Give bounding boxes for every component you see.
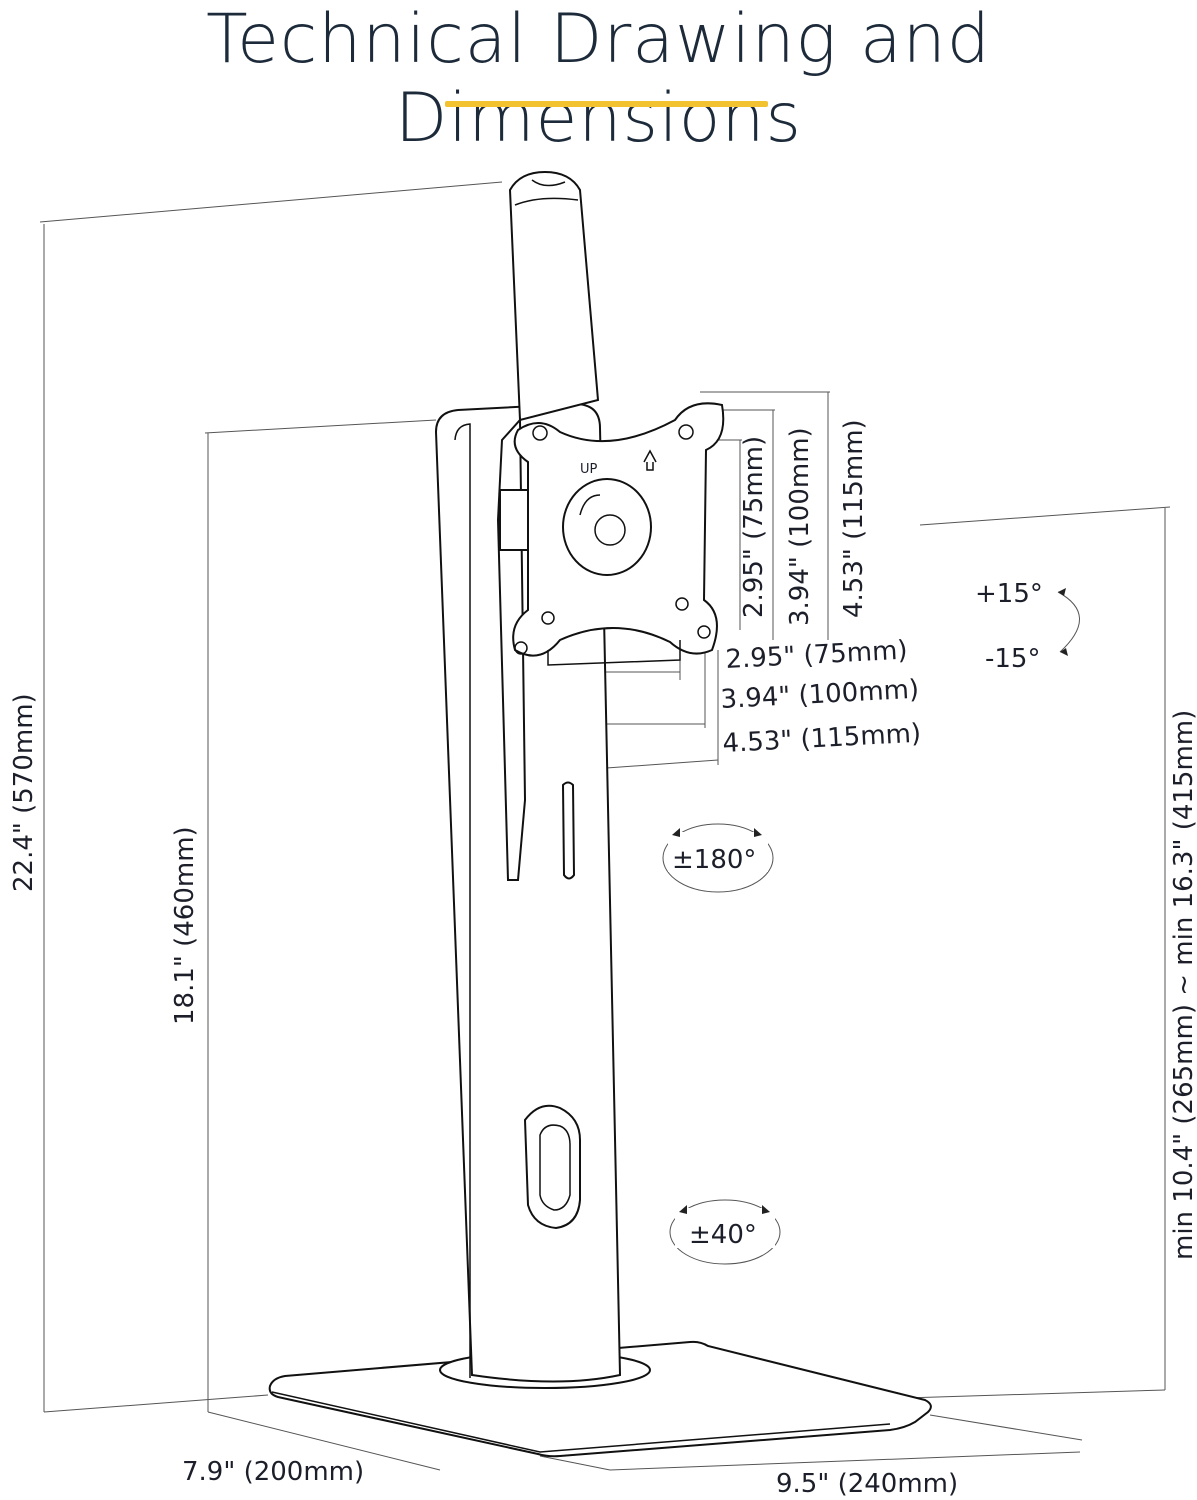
title-underline	[445, 101, 768, 107]
height-range-label: min 10.4" (265mm) ~ min 16.3" (415mm)	[1169, 710, 1197, 1260]
stand-column	[434, 402, 622, 1383]
vesa-horizontal-100: 3.94" (100mm)	[720, 675, 920, 715]
vesa-plate: UP	[512, 402, 725, 666]
total-height-label: 22.4" (570mm)	[9, 693, 39, 892]
vesa-horizontal-115: 4.53" (115mm)	[722, 719, 922, 759]
rotation-label: ±180°	[672, 845, 756, 875]
tilt-arc	[1057, 588, 1080, 656]
column-height-label: 18.1" (460mm)	[170, 826, 200, 1025]
page-title: Technical Drawing and Dimensions	[206, 0, 991, 158]
swivel-label: ±40°	[689, 1220, 757, 1250]
vesa-vertical-100: 3.94" (100mm)	[785, 427, 815, 626]
base-depth-label: 7.9" (200mm)	[182, 1457, 364, 1487]
rotation-arc	[662, 823, 774, 893]
up-arrow-icon	[643, 449, 657, 471]
vesa-vertical-75: 2.95" (75mm)	[739, 436, 769, 618]
vesa-horizontal-75: 2.95" (75mm)	[725, 635, 908, 674]
reference-lines	[39, 181, 1171, 1471]
vesa-vertical-115: 4.53" (115mm)	[839, 419, 869, 618]
tilt-down-label: -15°	[985, 644, 1040, 674]
swivel-arc	[669, 1199, 781, 1265]
plate-up-label: UP	[580, 462, 598, 477]
base-width-label: 9.5" (240mm)	[776, 1469, 958, 1499]
tilt-up-label: +15°	[975, 579, 1043, 609]
upright-arm	[496, 170, 600, 881]
